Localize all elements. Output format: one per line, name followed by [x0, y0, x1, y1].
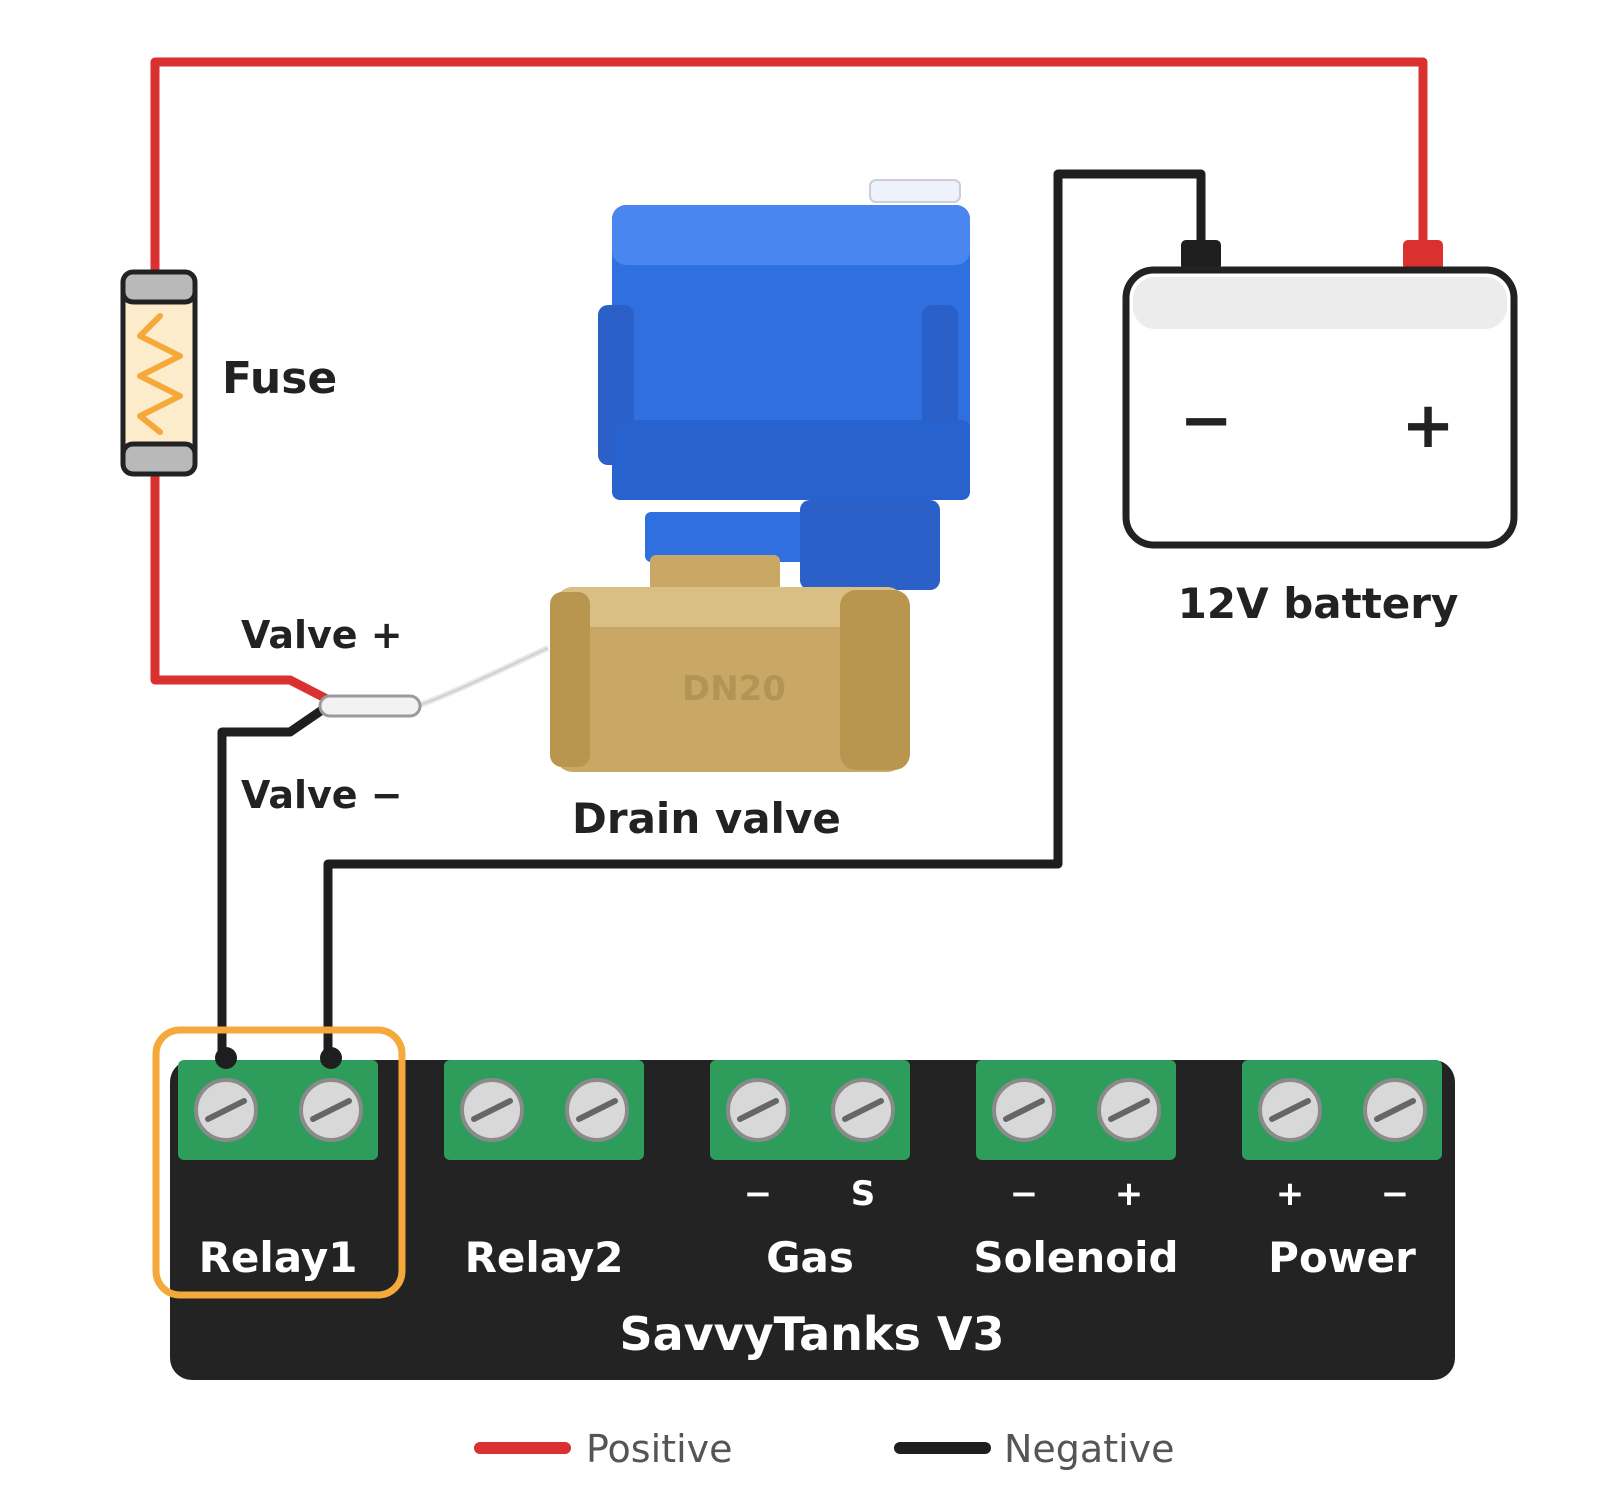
screw-slot [737, 1098, 779, 1122]
pin-label-solenoid-left: − [1010, 1174, 1039, 1214]
terminal-label-power: Power [1268, 1233, 1416, 1282]
pin-label-solenoid-right: + [1115, 1174, 1144, 1214]
legend-negative-label: Negative [1004, 1427, 1175, 1471]
wires [150, 57, 1428, 1060]
terminal-label-relay2: Relay2 [465, 1233, 624, 1282]
drain-valve-label: Drain valve [572, 794, 841, 843]
terminal-power: + − Power [1242, 1060, 1442, 1282]
legend-positive-label: Positive [586, 1427, 733, 1471]
screw-slot [310, 1098, 352, 1122]
legend: Positive Negative [474, 1427, 1175, 1471]
pin-label-gas-right: S [851, 1174, 876, 1214]
screw-slot [842, 1098, 884, 1122]
terminal-blocks: Relay1 Relay2 − S Gas − + Solenoid + − Power [152, 1026, 1442, 1299]
valve-plus-label: Valve + [241, 613, 403, 657]
negative-wire-battery [323, 169, 1206, 1060]
drain-valve-image: DN20 [318, 179, 970, 772]
valve-body-marking: DN20 [682, 669, 786, 709]
highlight-box-relay1 [152, 1026, 406, 1299]
screw-slot [1108, 1098, 1150, 1122]
terminal-gas: − S Gas [710, 1060, 910, 1282]
fuse-component [120, 269, 198, 477]
valve-connector [318, 694, 422, 718]
screw-slot [205, 1098, 247, 1122]
valve-minus-label: Valve − [241, 773, 403, 817]
screw-slot [1269, 1098, 1311, 1122]
battery-positive-post [1403, 240, 1443, 270]
terminal-label-relay1: Relay1 [199, 1233, 358, 1282]
battery-minus-sign: − [1179, 384, 1233, 458]
positive-wire-top [150, 57, 1428, 277]
fuse-element-icon [137, 313, 183, 435]
pin-label-power-left: + [1276, 1174, 1305, 1214]
terminal-relay1: Relay1 [152, 1026, 406, 1299]
relay1-wire-contact-right [320, 1047, 342, 1069]
screw-slot [576, 1098, 618, 1122]
battery-negative-post [1181, 240, 1221, 270]
pin-label-power-right: − [1381, 1174, 1410, 1214]
screw-slot [1003, 1098, 1045, 1122]
terminal-solenoid: − + Solenoid [973, 1060, 1179, 1282]
terminal-label-gas: Gas [766, 1233, 854, 1282]
terminal-relay2: Relay2 [444, 1060, 644, 1282]
battery-label: 12V battery [1178, 579, 1459, 628]
screw-slot [471, 1098, 513, 1122]
terminal-label-solenoid: Solenoid [973, 1233, 1178, 1282]
relay1-wire-contact-left [215, 1047, 237, 1069]
battery-plus-sign: + [1401, 389, 1455, 463]
negative-wire-valve [217, 703, 330, 1060]
screw-slot [1374, 1098, 1416, 1122]
battery-component [1122, 240, 1518, 549]
pin-label-gas-left: − [744, 1174, 773, 1214]
fuse-label: Fuse [222, 353, 337, 404]
board-name: SavvyTanks V3 [620, 1307, 1005, 1361]
positive-wire-valve [150, 465, 330, 703]
